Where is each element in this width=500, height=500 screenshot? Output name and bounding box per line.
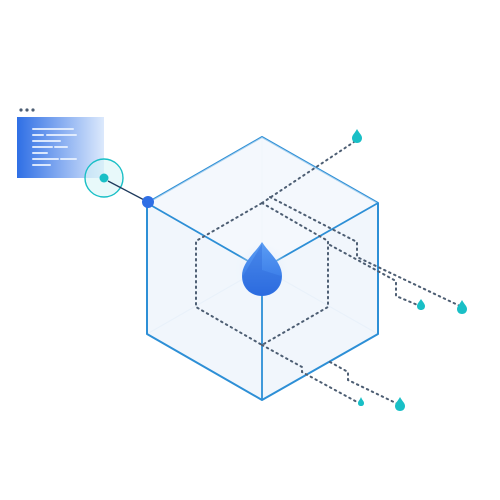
focus-node-icon xyxy=(84,158,124,198)
ellipsis-icon xyxy=(19,108,35,112)
document-card-icon xyxy=(17,117,104,178)
droplet-node-icon xyxy=(352,129,467,411)
inner-dotted-hexagon xyxy=(195,201,329,347)
drop-icon xyxy=(242,242,282,296)
connector-line xyxy=(107,180,149,203)
dotted-connectors xyxy=(261,139,461,406)
cube-corner-node xyxy=(142,196,154,208)
